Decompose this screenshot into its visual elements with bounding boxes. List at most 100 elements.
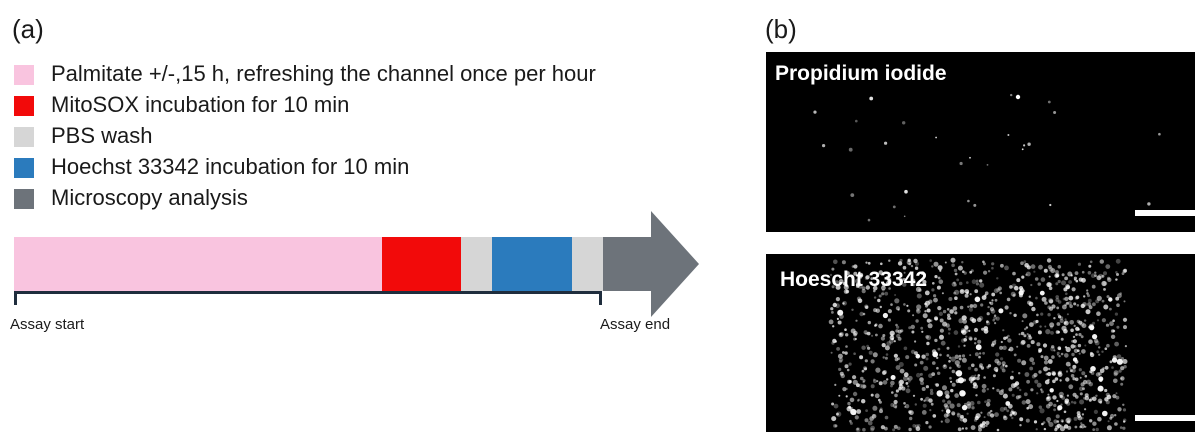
cell-dot: [1018, 290, 1024, 296]
cell-dot: [1096, 350, 1100, 354]
cell-dot: [933, 261, 939, 267]
cell-dot: [857, 398, 861, 401]
cell-dot: [1086, 379, 1091, 385]
cell-dot: [1092, 302, 1096, 307]
cell-dot: [1053, 403, 1057, 408]
cell-dot: [1071, 287, 1076, 292]
cell-dot: [1092, 428, 1096, 431]
cell-dot: [1094, 274, 1097, 277]
cell-dot: [923, 399, 926, 402]
cell-dot: [1058, 391, 1064, 397]
cell-dot: [993, 288, 999, 294]
cell-dot: [1002, 364, 1005, 367]
cell-dot: [1098, 371, 1102, 376]
cell-dot: [1026, 379, 1030, 384]
cell-dot: [997, 286, 1002, 291]
cell-dot: [980, 411, 983, 414]
cell-dot: [1091, 284, 1096, 289]
cell-dot: [940, 340, 946, 346]
cell-dot: [937, 347, 941, 351]
cell-dot: [899, 368, 905, 374]
cell-dot: [856, 427, 859, 431]
cell-dot: [873, 378, 876, 381]
cell-dot: [1030, 388, 1034, 392]
cell-dot: [969, 293, 972, 296]
cell-dot: [964, 325, 969, 330]
cell-dot: [971, 279, 977, 284]
cell-dot: [1059, 319, 1064, 323]
cell-dot: [1123, 418, 1127, 422]
cell-dot: [903, 372, 909, 378]
cell-dot: [990, 409, 993, 413]
cell-dot: [1005, 336, 1009, 339]
cell-dot: [837, 320, 842, 325]
cell-dot: [1027, 142, 1031, 146]
cell-dot: [1096, 295, 1102, 301]
cell-dot: [1004, 305, 1009, 310]
cell-dot: [1044, 325, 1047, 328]
cell-dot: [977, 374, 981, 377]
cell-dot: [1109, 416, 1113, 420]
cell-dot: [894, 298, 900, 304]
cell-dot: [1116, 273, 1119, 276]
cell-dot: [1079, 392, 1083, 396]
cell-dot: [1025, 418, 1030, 423]
cell-dot: [910, 324, 915, 330]
assay-end-label: Assay end: [600, 316, 671, 333]
cell-dot: [873, 308, 878, 313]
cell-dot: [1105, 323, 1110, 327]
cell-dot: [1063, 410, 1067, 414]
cell-dot: [861, 289, 866, 294]
cell-dot: [1093, 409, 1098, 414]
cell-dot: [844, 351, 848, 355]
cell-dot: [1043, 268, 1048, 273]
cell-dot: [954, 296, 958, 300]
cell-dot: [1053, 408, 1056, 412]
cell-dot: [915, 286, 922, 292]
cell-dot: [974, 296, 981, 303]
cell-dot: [903, 375, 909, 381]
cell-dot: [958, 281, 963, 286]
cell-dot: [1098, 376, 1104, 382]
cell-dot: [1070, 374, 1075, 378]
cell-dot: [1081, 277, 1086, 283]
cell-dot: [1065, 361, 1071, 367]
cell-dot: [878, 400, 882, 404]
cell-dot: [868, 350, 873, 355]
cell-dot: [1047, 421, 1050, 424]
cell-dot: [1095, 427, 1099, 432]
cell-dot: [992, 387, 995, 390]
cell-dot: [938, 279, 944, 284]
cell-dot: [1104, 388, 1108, 393]
cell-dot: [932, 351, 939, 358]
cell-dot: [961, 315, 967, 321]
cell-dot: [938, 311, 943, 316]
cell-dot: [974, 289, 979, 294]
cell-dot: [1094, 340, 1100, 346]
cell-dot: [1079, 376, 1082, 379]
cell-dot: [1026, 406, 1029, 410]
cell-dot: [1009, 285, 1013, 289]
cell-dot: [950, 257, 956, 263]
cell-dot: [881, 292, 885, 296]
cell-dot: [1107, 277, 1112, 282]
cell-dot: [1075, 333, 1078, 336]
cell-dot: [924, 310, 927, 313]
cell-dot: [846, 271, 850, 276]
mitosox-swatch: [14, 96, 34, 116]
cell-dot: [861, 399, 866, 404]
cell-dot: [1055, 295, 1059, 299]
arrow-head-shape: [603, 211, 699, 317]
cell-dot: [974, 367, 978, 372]
cell-dot: [1021, 320, 1024, 323]
cell-dot: [977, 339, 982, 344]
cell-dot: [1020, 340, 1025, 346]
cell-dot: [940, 420, 943, 423]
cell-dot: [853, 264, 858, 269]
cell-dot: [1093, 338, 1099, 344]
cell-dot: [996, 277, 999, 280]
cell-dot: [907, 375, 913, 381]
cell-dot: [921, 387, 926, 391]
cell-dot: [835, 297, 840, 302]
cell-dot: [873, 296, 877, 299]
